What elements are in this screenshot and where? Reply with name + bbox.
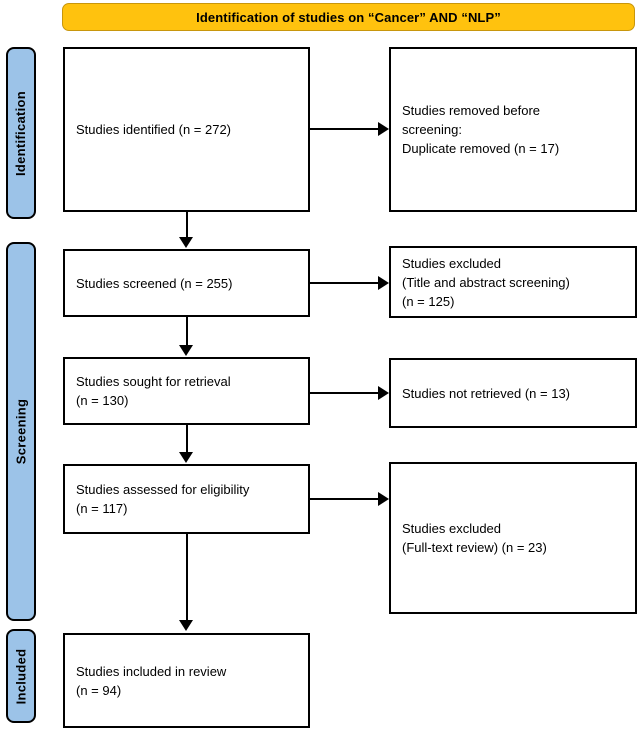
node-studies-not-retrieved-line1: Studies not retrieved (n = 13) <box>402 385 571 401</box>
node-studies-excluded-title-abstract: Studies excluded (Title and abstract scr… <box>389 246 637 318</box>
node-studies-excluded-full-line1: Studies excluded <box>402 521 502 536</box>
node-studies-sought-line2: (n = 130) <box>76 393 129 408</box>
node-studies-excluded-title-line1: Studies excluded <box>402 255 502 271</box>
diagram-title-banner: Identification of studies on “Cancer” AN… <box>62 3 635 31</box>
arrow-down-icon-sought-to-assessed <box>179 452 193 463</box>
connector-identified-to-screened-line <box>185 212 188 238</box>
arrow-right-icon-sought-to-not-retrieved <box>378 385 389 400</box>
node-studies-screened-line1: Studies screened (n = 255) <box>76 275 233 291</box>
node-studies-included-line2: (n = 94) <box>76 682 122 698</box>
node-studies-assessed-line2: (n = 117) <box>76 501 128 516</box>
stage-label-screening: Screening <box>6 242 36 621</box>
stage-label-screening-text: Screening <box>13 398 29 465</box>
node-studies-removed-line1: Studies removed before <box>402 103 541 118</box>
node-studies-removed-line2: screening: <box>402 122 462 137</box>
node-studies-sought-for-retrieval: Studies sought for retrieval (n = 130) <box>63 357 310 425</box>
node-studies-included-in-review: Studies included in review (n = 94) <box>63 633 310 728</box>
stage-label-included-text: Included <box>13 648 29 704</box>
node-studies-excluded-full-text: Studies excluded (Full-text review) (n =… <box>389 462 637 614</box>
connector-sought-to-assessed-line <box>185 425 188 452</box>
node-studies-screened: Studies screened (n = 255) <box>63 249 310 317</box>
diagram-title-text: Identification of studies on “Cancer” AN… <box>196 9 501 25</box>
arrow-down-icon-screened-to-sought <box>179 345 193 356</box>
node-studies-identified: Studies identified (n = 272) <box>63 47 310 212</box>
node-studies-removed-before-screening: Studies removed before screening: Duplic… <box>389 47 637 212</box>
arrow-right-icon-assessed-to-excluded-full <box>378 491 389 506</box>
connector-screened-to-sought-line <box>185 317 188 346</box>
node-studies-assessed-line1: Studies assessed for eligibility <box>76 482 250 497</box>
node-studies-assessed-for-eligibility: Studies assessed for eligibility (n = 11… <box>63 464 310 534</box>
node-studies-removed-line3: Duplicate removed (n = 17) <box>402 141 560 156</box>
arrow-down-icon-assessed-to-included <box>179 620 193 631</box>
node-studies-excluded-title-line2: (Title and abstract screening) <box>402 274 570 290</box>
node-studies-not-retrieved: Studies not retrieved (n = 13) <box>389 358 637 428</box>
connector-assessed-to-excluded-full-line <box>310 498 379 500</box>
stage-label-identification: Identification <box>6 47 36 219</box>
node-studies-excluded-title-line3: (n = 125) <box>402 293 455 309</box>
connector-assessed-to-included-line <box>185 534 188 621</box>
node-studies-excluded-full-line2: (Full-text review) (n = 23) <box>402 540 547 555</box>
connector-identified-to-removed-line <box>310 128 379 130</box>
stage-label-identification-text: Identification <box>13 90 29 176</box>
connector-sought-to-not-retrieved-line <box>310 392 379 394</box>
arrow-right-icon-screened-to-excluded-title <box>378 275 389 290</box>
node-studies-included-line1: Studies included in review <box>76 663 227 679</box>
connector-screened-to-excluded-title-line <box>310 282 379 284</box>
arrow-down-icon-identified-to-screened <box>179 237 193 248</box>
node-studies-sought-line1: Studies sought for retrieval <box>76 374 231 389</box>
node-studies-identified-line1: Studies identified (n = 272) <box>76 122 232 137</box>
arrow-right-icon-identified-to-removed <box>378 121 389 136</box>
stage-label-included: Included <box>6 629 36 723</box>
